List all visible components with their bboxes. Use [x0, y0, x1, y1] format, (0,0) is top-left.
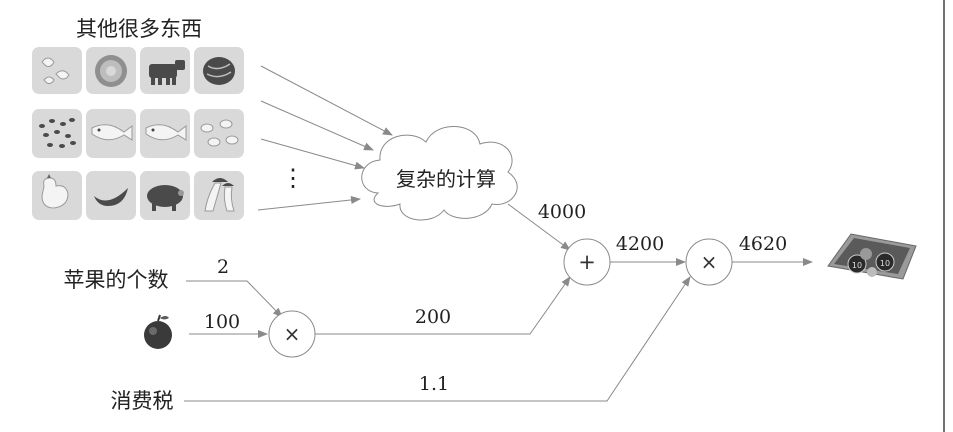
- donut-icon: [86, 47, 136, 94]
- complex-calc-label: 复杂的计算: [396, 167, 496, 191]
- value-tax: 1.1: [419, 373, 449, 395]
- multiply-node-tax: ×: [685, 238, 733, 286]
- pig-icon: [140, 171, 190, 220]
- edge-complex-out: [507, 203, 571, 251]
- edge-items-2: [260, 100, 374, 151]
- value-apple-total: 200: [415, 306, 451, 328]
- cow-icon: [140, 47, 190, 94]
- multiply-operator: ×: [284, 322, 301, 346]
- edge-apple-count: [186, 280, 283, 318]
- group-title: 其他很多东西: [76, 17, 202, 41]
- svg-text:10: 10: [852, 261, 862, 270]
- edge-items-4: [257, 195, 361, 211]
- vertical-ellipsis: ⋮: [281, 164, 305, 192]
- money-tray-icon: 10 10: [827, 233, 917, 280]
- fish-icon: [140, 109, 190, 158]
- mushroom-icon: [194, 171, 244, 220]
- beans-icon: [32, 109, 82, 158]
- edge-apple-total: [315, 276, 571, 335]
- item-arrows: [257, 65, 393, 211]
- complex-calc-node: 复杂的计算: [361, 126, 518, 221]
- edge-items-1: [260, 65, 393, 136]
- apple-icon: [144, 314, 172, 349]
- multiply-node-apple: ×: [268, 310, 316, 358]
- chicken-icon: [32, 171, 82, 220]
- peanut-icon: [194, 109, 244, 158]
- item-grid: [32, 47, 244, 220]
- add-operator: +: [578, 250, 596, 274]
- cashew-icon: [32, 47, 82, 94]
- fish-icon: [86, 109, 136, 158]
- walnut-icon: [194, 47, 244, 94]
- value-apple-count: 2: [217, 256, 229, 278]
- cloud-shape: [361, 126, 518, 221]
- edge-items-3: [260, 138, 365, 170]
- value-add-out: 4200: [616, 233, 664, 255]
- multiply-operator: ×: [701, 250, 718, 274]
- svg-text:10: 10: [880, 259, 890, 268]
- tax-label: 消费税: [111, 389, 174, 413]
- add-node: +: [563, 238, 611, 286]
- banana-icon: [86, 171, 136, 220]
- edge-tax: [184, 276, 691, 402]
- value-final: 4620: [739, 233, 787, 255]
- value-apple-price: 100: [204, 311, 240, 333]
- value-complex-out: 4000: [538, 201, 586, 223]
- apple-count-label: 苹果的个数: [64, 268, 169, 292]
